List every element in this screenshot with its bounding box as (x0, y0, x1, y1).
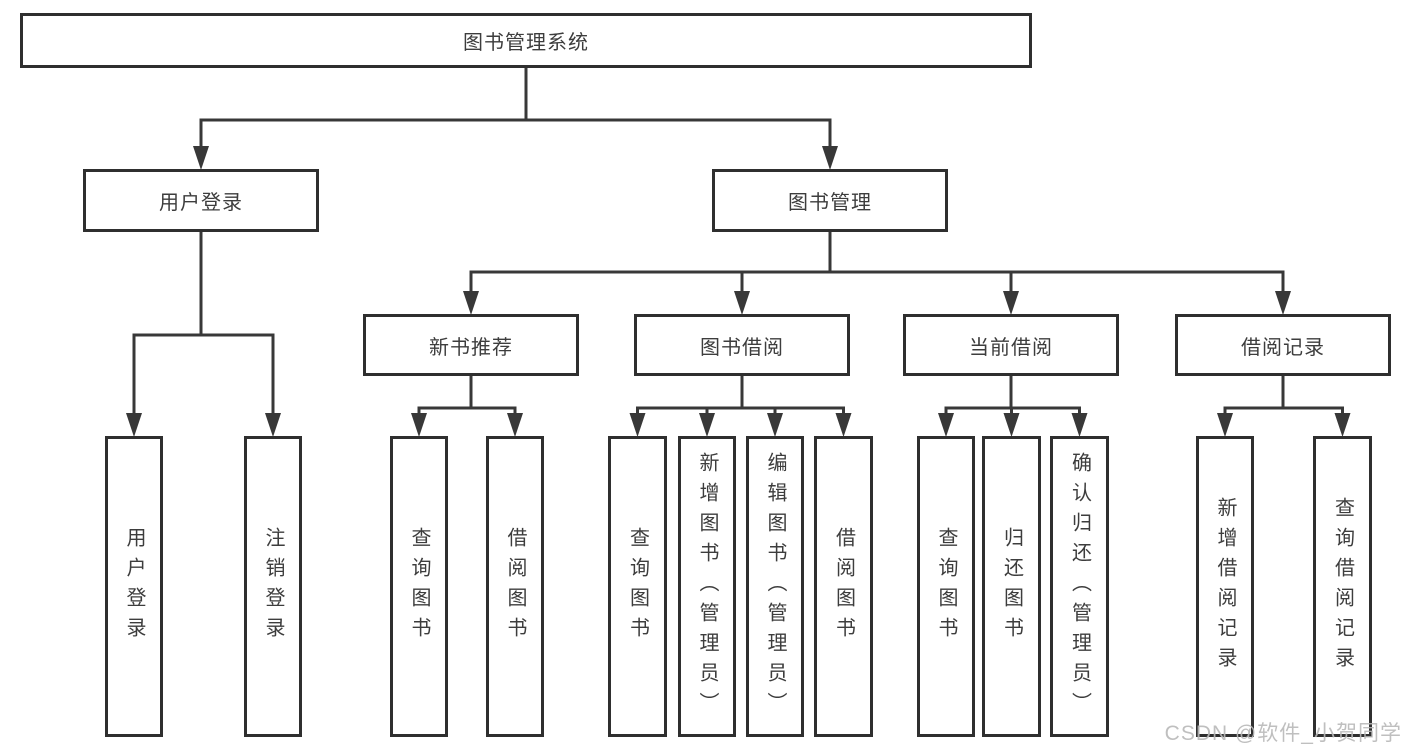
node-new-book-rec: 新书推荐 (363, 314, 579, 376)
arrowhead-book-borrow (734, 291, 750, 315)
arrowhead-nbr-borrow-books (507, 413, 523, 437)
node-user-login-leaf: 用户登录 (105, 436, 163, 737)
node-label-root: 图书管理系统 (463, 32, 589, 54)
node-book-mgmt: 图书管理 (712, 169, 948, 232)
node-borrow-records: 借阅记录 (1175, 314, 1391, 376)
node-br-add-record: 新增借阅记录 (1196, 436, 1254, 737)
node-cb-query-books: 查询图书 (917, 436, 975, 737)
arrowhead-bb-query-books (629, 413, 646, 437)
node-user-login: 用户登录 (83, 169, 319, 232)
connector-book-mgmt (469, 230, 1285, 299)
node-label-nbr-borrow-books: 借阅图书 (504, 526, 526, 647)
node-label-bb-add-books: 新增图书（管理员） (696, 451, 718, 722)
arrowhead-new-book-rec (463, 291, 479, 315)
node-book-borrow: 图书借阅 (634, 314, 850, 376)
arrowhead-bb-edit-books (767, 413, 783, 437)
node-nbr-query-books: 查询图书 (390, 436, 448, 737)
arrowhead-cb-query-books (938, 413, 954, 437)
node-logout-leaf: 注销登录 (244, 436, 302, 737)
node-label-cb-confirm-return: 确认归还（管理员） (1068, 451, 1091, 722)
node-label-cb-return-books: 归还图书 (1000, 526, 1023, 647)
node-label-br-add-record: 新增借阅记录 (1214, 496, 1236, 677)
node-bb-borrow-books: 借阅图书 (814, 436, 873, 737)
arrowhead-user-login-leaf (126, 413, 142, 437)
arrowhead-user-login (193, 146, 209, 170)
node-label-logout-leaf: 注销登录 (262, 526, 284, 647)
node-label-book-borrow: 图书借阅 (700, 336, 784, 359)
node-label-bb-query-books: 查询图书 (626, 526, 649, 647)
arrowhead-book-mgmt (822, 146, 838, 170)
node-label-user-login: 用户登录 (159, 192, 243, 214)
connector-book-borrow (636, 374, 845, 421)
node-label-bb-borrow-books: 借阅图书 (832, 526, 855, 647)
node-br-query-record: 查询借阅记录 (1313, 436, 1372, 737)
node-label-nbr-query-books: 查询图书 (408, 526, 430, 647)
connector-current-borrow (944, 374, 1081, 421)
node-current-borrow: 当前借阅 (903, 314, 1119, 376)
node-bb-add-books: 新增图书（管理员） (678, 436, 736, 737)
arrowhead-nbr-query-books (411, 413, 427, 437)
node-label-user-login-leaf: 用户登录 (123, 526, 145, 647)
arrowhead-cb-confirm-return (1071, 413, 1088, 437)
node-label-new-book-rec: 新书推荐 (429, 336, 513, 359)
node-label-br-query-record: 查询借阅记录 (1331, 496, 1354, 677)
node-cb-confirm-return: 确认归还（管理员） (1050, 436, 1109, 737)
connector-user-login (132, 230, 275, 421)
arrowhead-br-query-record (1334, 413, 1351, 437)
node-label-book-mgmt: 图书管理 (788, 192, 872, 214)
arrowhead-cb-return-books (1003, 413, 1020, 437)
connector-borrow-records (1223, 374, 1344, 421)
watermark: CSDN @软件_小贺同学 (1164, 722, 1402, 745)
connector-root (199, 66, 832, 154)
node-bb-query-books: 查询图书 (608, 436, 667, 737)
connector-new-book-rec (417, 374, 517, 421)
node-label-borrow-records: 借阅记录 (1241, 336, 1325, 359)
node-label-cb-query-books: 查询图书 (935, 526, 957, 647)
arrowhead-logout-leaf (265, 413, 281, 437)
node-cb-return-books: 归还图书 (982, 436, 1041, 737)
arrowhead-bb-add-books (699, 413, 715, 437)
node-bb-edit-books: 编辑图书（管理员） (746, 436, 804, 737)
node-label-bb-edit-books: 编辑图书（管理员） (764, 451, 786, 722)
node-root: 图书管理系统 (20, 13, 1032, 68)
arrowhead-borrow-records (1275, 291, 1291, 315)
arrowhead-current-borrow (1003, 291, 1019, 315)
node-label-current-borrow: 当前借阅 (969, 336, 1053, 359)
arrowhead-br-add-record (1217, 413, 1233, 437)
node-nbr-borrow-books: 借阅图书 (486, 436, 544, 737)
arrowhead-bb-borrow-books (835, 413, 852, 437)
